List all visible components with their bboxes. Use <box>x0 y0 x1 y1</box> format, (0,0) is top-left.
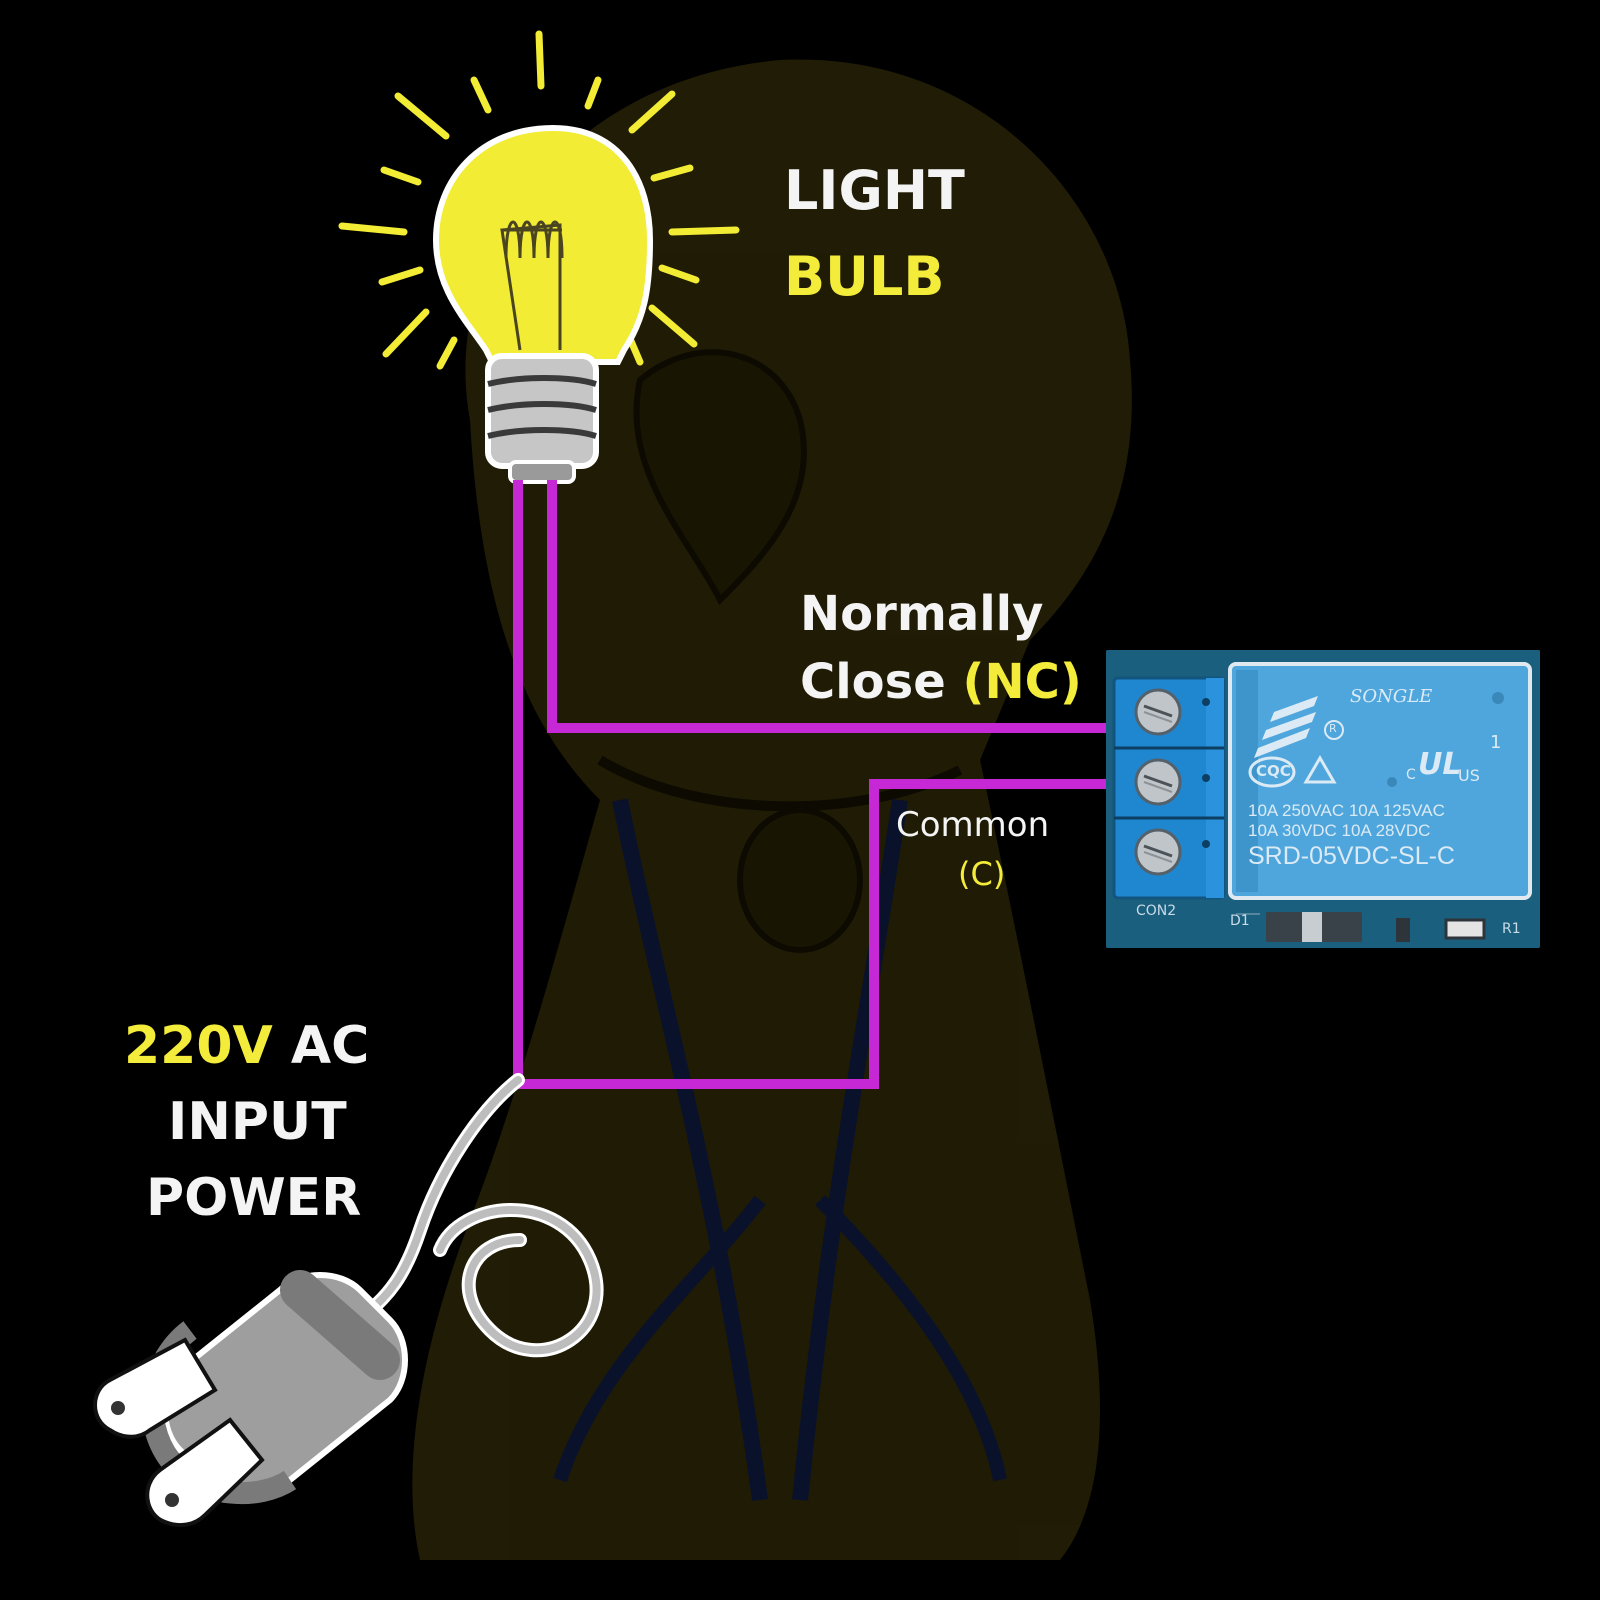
wire-bulb-to-plug <box>513 480 1163 1089</box>
label-nc: (NC) <box>962 654 1082 710</box>
relay-d1-label: D1 <box>1230 913 1250 929</box>
label-voltage: 220V <box>124 1016 273 1076</box>
relay-model: SRD-05VDC-SL-C <box>1248 842 1455 870</box>
relay-us-mark: US <box>1458 766 1480 785</box>
bulb-rays <box>338 30 740 370</box>
bulb-glass <box>432 124 654 365</box>
songle-logo-icon <box>1254 696 1318 758</box>
relay-svg <box>1106 650 1540 948</box>
bulb-filament <box>500 220 564 351</box>
cqc-mark-icon <box>1248 756 1296 788</box>
label-voltage-line: 220V AC <box>124 1020 369 1072</box>
terminal-screw-nc <box>1134 688 1182 736</box>
relay-con2-label: CON2 <box>1136 903 1177 919</box>
label-input: INPUT <box>168 1092 347 1152</box>
plug-cable <box>353 1073 604 1358</box>
relay-rating-line-2: 10A 30VDC 10A 28VDC <box>1248 821 1431 840</box>
terminal-screw-common <box>1134 758 1182 806</box>
label-close-nc: Close (NC) <box>800 658 1082 706</box>
label-power: POWER <box>146 1168 362 1228</box>
wires <box>513 480 1163 1089</box>
label-light: LIGHT <box>784 159 965 222</box>
resistor-r1 <box>1444 918 1486 940</box>
label-common-c: (C) <box>958 855 1006 893</box>
bulb-base <box>485 353 599 484</box>
plug-prong-bottom <box>145 1417 265 1528</box>
plug-prong-top <box>93 1337 218 1439</box>
label-ac: AC <box>290 1016 370 1076</box>
relay-r1-label: R1 <box>1502 921 1521 937</box>
label-common: Common <box>896 805 1050 845</box>
capacitor-component <box>1396 918 1410 942</box>
relay-rating-line-1: 10A 250VAC 10A 125VAC <box>1248 801 1445 820</box>
relay-number: 1 <box>1490 732 1502 753</box>
relay-c-mark: C <box>1406 767 1416 783</box>
label-bulb: BULB <box>784 245 945 308</box>
relay-ul-mark: UL <box>1418 747 1462 782</box>
relay-brand: SONGLE <box>1350 686 1433 707</box>
wire-bulb-to-nc <box>547 480 1163 733</box>
warning-triangle-icon <box>1303 755 1337 784</box>
label-close: Close <box>800 654 946 710</box>
power-plug <box>93 1270 408 1528</box>
relay-r-mark: R <box>1329 722 1337 735</box>
relay-cqc: CQC <box>1256 762 1291 780</box>
terminal-screw-no <box>1134 828 1182 876</box>
relay-module: SONGLE R CQC C UL US 1 10A 250VAC 10A 12… <box>1106 650 1540 948</box>
label-normally: Normally <box>800 586 1044 642</box>
